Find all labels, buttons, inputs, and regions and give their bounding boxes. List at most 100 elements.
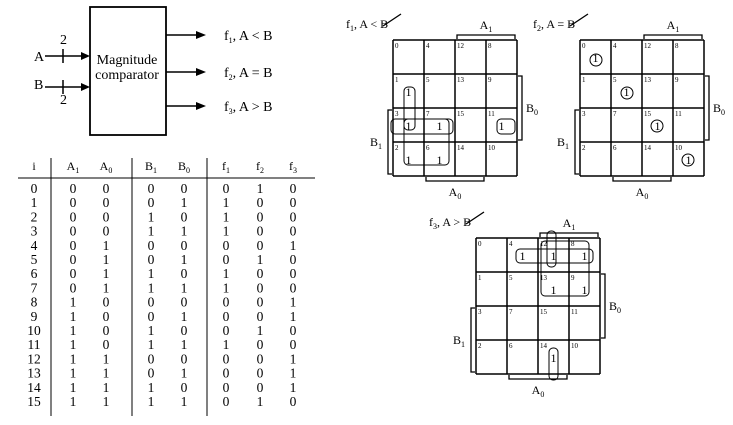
table-cell: 0: [103, 295, 110, 310]
kmap-cell-index: 1: [395, 76, 399, 84]
kmap-cell-index: 10: [488, 144, 496, 152]
table-cell: 0: [290, 280, 297, 295]
table-cell: 0: [290, 394, 297, 409]
kmap-cell-index: 11: [675, 110, 682, 118]
table-cell: 1: [70, 295, 77, 310]
kmap-cell-index: 4: [426, 42, 430, 50]
kmap-group-loop: [403, 86, 416, 131]
kmap-cell-index: 6: [613, 144, 617, 152]
kmap-group-loop: [548, 347, 559, 381]
table-cell: 1: [31, 195, 38, 210]
table-cell: 1: [257, 252, 264, 267]
kmap-cell-value: 1: [686, 153, 692, 167]
table-cell: 0: [181, 181, 188, 196]
table-header-f3: f3: [289, 159, 297, 175]
kmap-cell-value: 1: [551, 351, 557, 365]
kmap-group-loop: [650, 119, 664, 133]
table-header-a0: A0: [100, 159, 113, 175]
table-cell: 1: [103, 280, 110, 295]
table-header-a1: A1: [67, 159, 80, 175]
output-f2-arrowhead: [196, 68, 206, 76]
kmap-bracket-right: [705, 75, 710, 141]
table-cell: 0: [257, 295, 264, 310]
kmap-cell-index: 2: [395, 144, 399, 152]
kmap-label-a0: A0: [636, 185, 649, 201]
kmap-cell-value: 1: [582, 249, 588, 263]
table-cell: 0: [103, 209, 110, 224]
table-header-f2: f2: [256, 159, 264, 175]
kmap-cell-index: 12: [457, 42, 465, 50]
table-cell: 0: [181, 295, 188, 310]
kmap-label-a1: A1: [667, 18, 680, 34]
table-cell: 0: [103, 224, 110, 239]
kmap-cell-index: 11: [571, 308, 578, 316]
kmap-group-loop: [546, 230, 557, 268]
table-cell: 0: [103, 195, 110, 210]
kmap-cell-index: 8: [488, 42, 492, 50]
kmap-bracket-top: [643, 34, 703, 39]
table-cell: 14: [27, 380, 41, 395]
table-cell: 1: [290, 295, 297, 310]
kmap-label-b1: B1: [453, 333, 465, 349]
table-header-b0: B0: [178, 159, 190, 175]
table-cell: 1: [70, 380, 77, 395]
kmap-cell-index: 13: [644, 76, 652, 84]
kmap-cell-value: 1: [582, 283, 588, 297]
kmap-cell-value: 1: [406, 85, 412, 99]
table-cell: 1: [223, 337, 230, 352]
table-cell: 1: [223, 195, 230, 210]
table-cell: 1: [290, 351, 297, 366]
table-cell: 0: [257, 366, 264, 381]
kmap-cell-index: 1: [582, 76, 586, 84]
table-cell: 0: [223, 238, 230, 253]
table-cell: 3: [31, 224, 38, 239]
table-header-i: i: [32, 159, 36, 173]
kmap-cell-index: 8: [675, 42, 679, 50]
table-header-f1: f1: [222, 159, 230, 175]
table-cell: 1: [181, 337, 188, 352]
output-f3-arrowhead: [196, 102, 206, 110]
table-cell: 0: [257, 337, 264, 352]
table-cell: 1: [257, 323, 264, 338]
table-cell: 0: [70, 238, 77, 253]
kmap-cell-value: 1: [551, 283, 557, 297]
table-cell: 0: [148, 181, 155, 196]
kmap-cell-index: 15: [540, 308, 548, 316]
kmap-group-loop: [515, 248, 594, 264]
table-cell: 1: [70, 323, 77, 338]
table-cell: 1: [181, 195, 188, 210]
table-cell: 0: [290, 181, 297, 196]
table-cell: 1: [257, 181, 264, 196]
block-label-line1: Magnitude: [97, 53, 158, 68]
kmap-cell-index: 2: [478, 342, 482, 350]
table-cell: 0: [257, 309, 264, 324]
table-cell: 1: [103, 266, 110, 281]
table-cell: 0: [148, 195, 155, 210]
table-cell: 0: [181, 380, 188, 395]
table-cell: 1: [103, 394, 110, 409]
table-cell: 0: [70, 181, 77, 196]
kmap-cell-index: 3: [478, 308, 482, 316]
table-cell: 11: [28, 337, 41, 352]
kmap-cell-index: 9: [675, 76, 679, 84]
kmap-cell-index: 9: [488, 76, 492, 84]
kmap-bracket-top: [539, 232, 599, 237]
kmap-cell-value: 1: [520, 249, 526, 263]
table-cell: 1: [223, 224, 230, 239]
table-cell: 0: [148, 309, 155, 324]
table-cell: 0: [181, 209, 188, 224]
kmap-cell-index: 0: [395, 42, 399, 50]
table-cell: 0: [103, 323, 110, 338]
table-cell: 1: [148, 337, 155, 352]
table-cell: 1: [103, 351, 110, 366]
table-cell: 0: [148, 295, 155, 310]
input-a-width: 2: [60, 33, 67, 48]
table-cell: 0: [148, 252, 155, 267]
table-cell: 1: [148, 280, 155, 295]
kmap-cell-value: 1: [593, 51, 599, 65]
kmap-cell-index: 13: [457, 76, 465, 84]
table-cell: 0: [290, 323, 297, 338]
